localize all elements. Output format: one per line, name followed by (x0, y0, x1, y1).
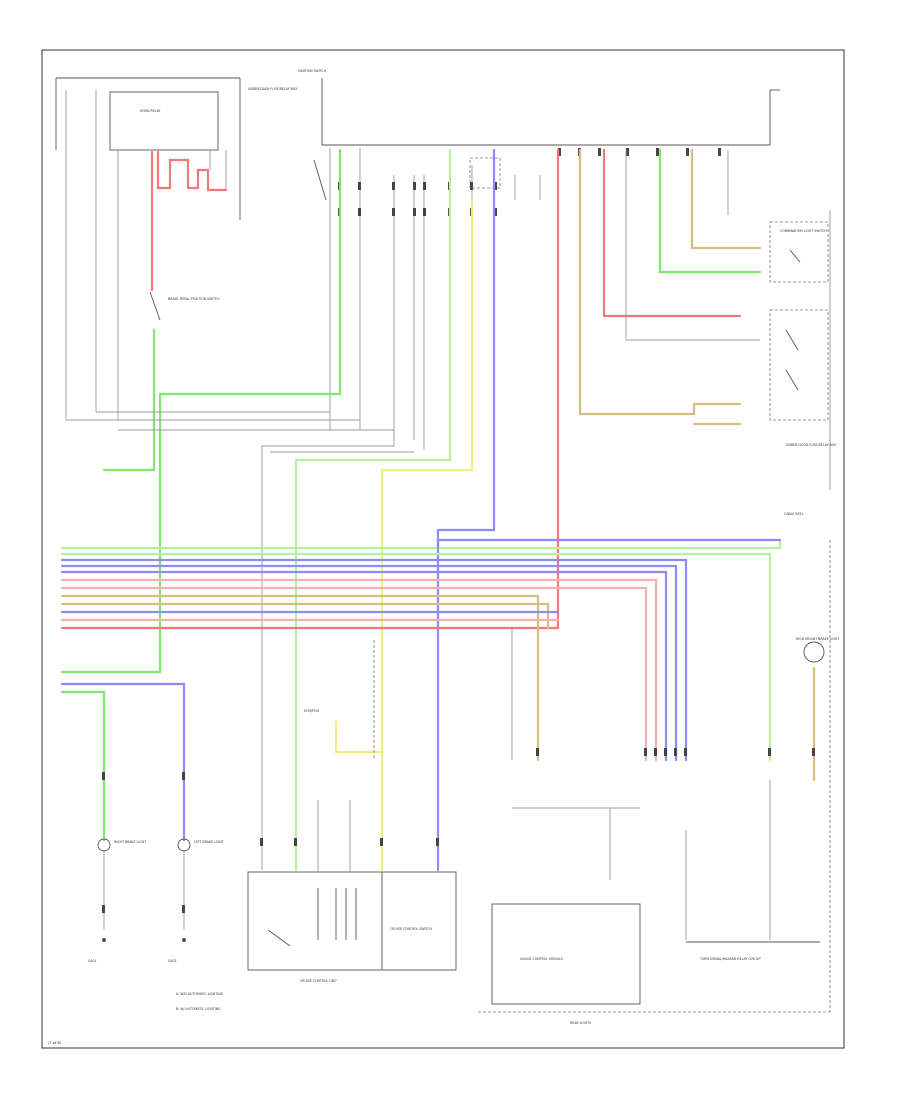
cruise-control-unit-box (247, 871, 457, 971)
gauge-module-region: GAUGE CONTROL MODULE REAR LIGHTS TURN SI… (478, 540, 839, 1025)
diagram-frame (41, 49, 845, 1049)
high-mount-bulb-icon (803, 641, 825, 663)
ground-right-label: G402 (168, 959, 177, 963)
right-brake-light-label: RIGHT BRAKE LIGHT (114, 840, 146, 844)
horn-relay-label: HORN RELAY (140, 109, 161, 113)
ecm-label: ECM/PCM (304, 709, 319, 713)
ignition-region: IGNITION SWITCH (298, 69, 780, 450)
cruise-control-switch-label: CRUISE CONTROL SWITCH (390, 927, 432, 931)
green-wire-brake (60, 690, 106, 842)
combination-switch-label: COMBINATION LIGHT SWITCH (780, 229, 827, 233)
page-number: (7 of 8) (48, 1041, 62, 1045)
high-mount-label: HIGH MOUNT BRAKE LIGHT (796, 637, 839, 641)
fuse-box-region: HORN RELAY UNDER-DASH FUSE/RELAY BOX BRA… (55, 77, 298, 420)
green-wire-1 (60, 148, 342, 674)
fuse-box-caption: UNDER-DASH FUSE/RELAY BOX (248, 87, 298, 91)
combination-switch-region: COMBINATION LIGHT SWITCH UNDER-HOOD FUSE… (769, 210, 837, 516)
horizontal-bus (60, 538, 782, 762)
brake-lights-region: RIGHT BRAKE LIGHT LEFT BRAKE LIGHT G401 … (60, 682, 224, 1011)
tan-wire (578, 148, 742, 416)
blue-wire-brake (60, 682, 186, 842)
colored-wires (60, 148, 762, 872)
cable-reel-label: CABLE REEL (784, 512, 804, 516)
note-b: B: W/ AUTOMATIC LIGHTING (176, 1007, 221, 1011)
cruise-control-region: CRUISE CONTROL UNIT CRUISE CONTROL SWITC… (247, 640, 457, 983)
ignition-label: IGNITION SWITCH (298, 69, 327, 73)
blue-wire (436, 148, 496, 872)
turn-signal-label: TURN SIGNAL/HAZARD RELAY CIRCUIT (699, 957, 761, 961)
red-wire (60, 148, 560, 630)
cruise-control-unit-label: CRUISE CONTROL UNIT (300, 979, 337, 983)
gray-wire-bundle (66, 411, 513, 870)
fuse-box-caption-right: UNDER-HOOD FUSE/RELAY BOX (786, 443, 837, 447)
right-brake-bulb-icon (97, 838, 111, 852)
ground-left-label: G401 (88, 959, 97, 963)
left-brake-bulb-icon (177, 838, 191, 852)
gauge-control-module-label: GAUGE CONTROL MODULE (520, 957, 563, 961)
horn-relay-box (109, 91, 219, 151)
brake-pedal-switch-label: BRAKE PEDAL POSITION SWITCH (168, 297, 220, 301)
yellow-wire (294, 148, 452, 872)
rear-lights-label: REAR LIGHTS (570, 1021, 591, 1025)
lower-connectors (102, 748, 815, 913)
note-a: A: W/O AUTOMATIC LIGHTING (176, 992, 224, 996)
gauge-control-module-box (491, 903, 641, 1005)
left-brake-light-label: LEFT BRAKE LIGHT (194, 840, 224, 844)
